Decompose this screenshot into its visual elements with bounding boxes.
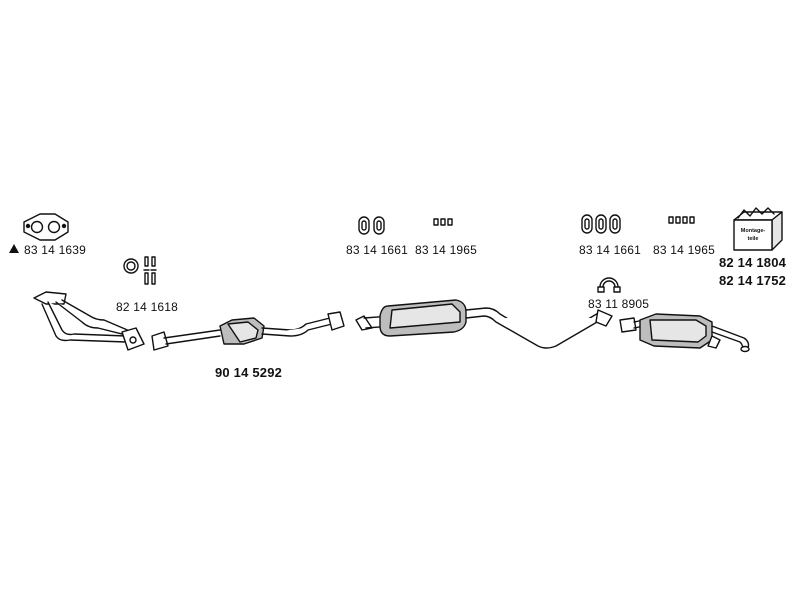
front-gasket-icon [23,213,69,241]
part-number-rear-clamp: 83 11 8905 [588,297,650,311]
part-number-rubber-mounts-middle: 83 14 1661 [346,243,409,257]
part-number-small-parts-rear: 83 14 1965 [653,243,716,257]
catalyst-pipe-icon [151,311,345,351]
rear-muffler-icon [619,313,750,353]
part-number-front-clamp: 82 14 1618 [116,300,179,314]
part-number-front-gasket: 83 14 1639 [24,243,87,257]
rear-clamp-icon [597,277,621,293]
middle-muffler-icon [355,299,613,349]
kit-box-label-line2: teile [747,236,758,242]
front-pipe-icon [33,291,145,351]
part-number-rubber-mounts-rear: 83 14 1661 [579,243,642,257]
part-number-mounting-kit-a: 82 14 1804 [719,255,787,270]
rubber-mount-icon [358,216,385,235]
bolt-icon [143,256,157,285]
small-parts-icon [668,216,695,224]
clamp-ring-icon [123,258,139,274]
mounting-kit-box-icon: Montage- teile [733,207,783,251]
part-number-mounting-kit-b: 82 14 1752 [719,273,787,288]
rubber-mount-icon [581,214,621,234]
part-number-catalyst-pipe: 90 14 5292 [215,365,283,380]
part-number-small-parts-middle: 83 14 1965 [415,243,478,257]
small-parts-icon [433,218,453,226]
kit-box-label-line1: Montage- [741,228,766,234]
warning-triangle-icon [9,244,19,253]
